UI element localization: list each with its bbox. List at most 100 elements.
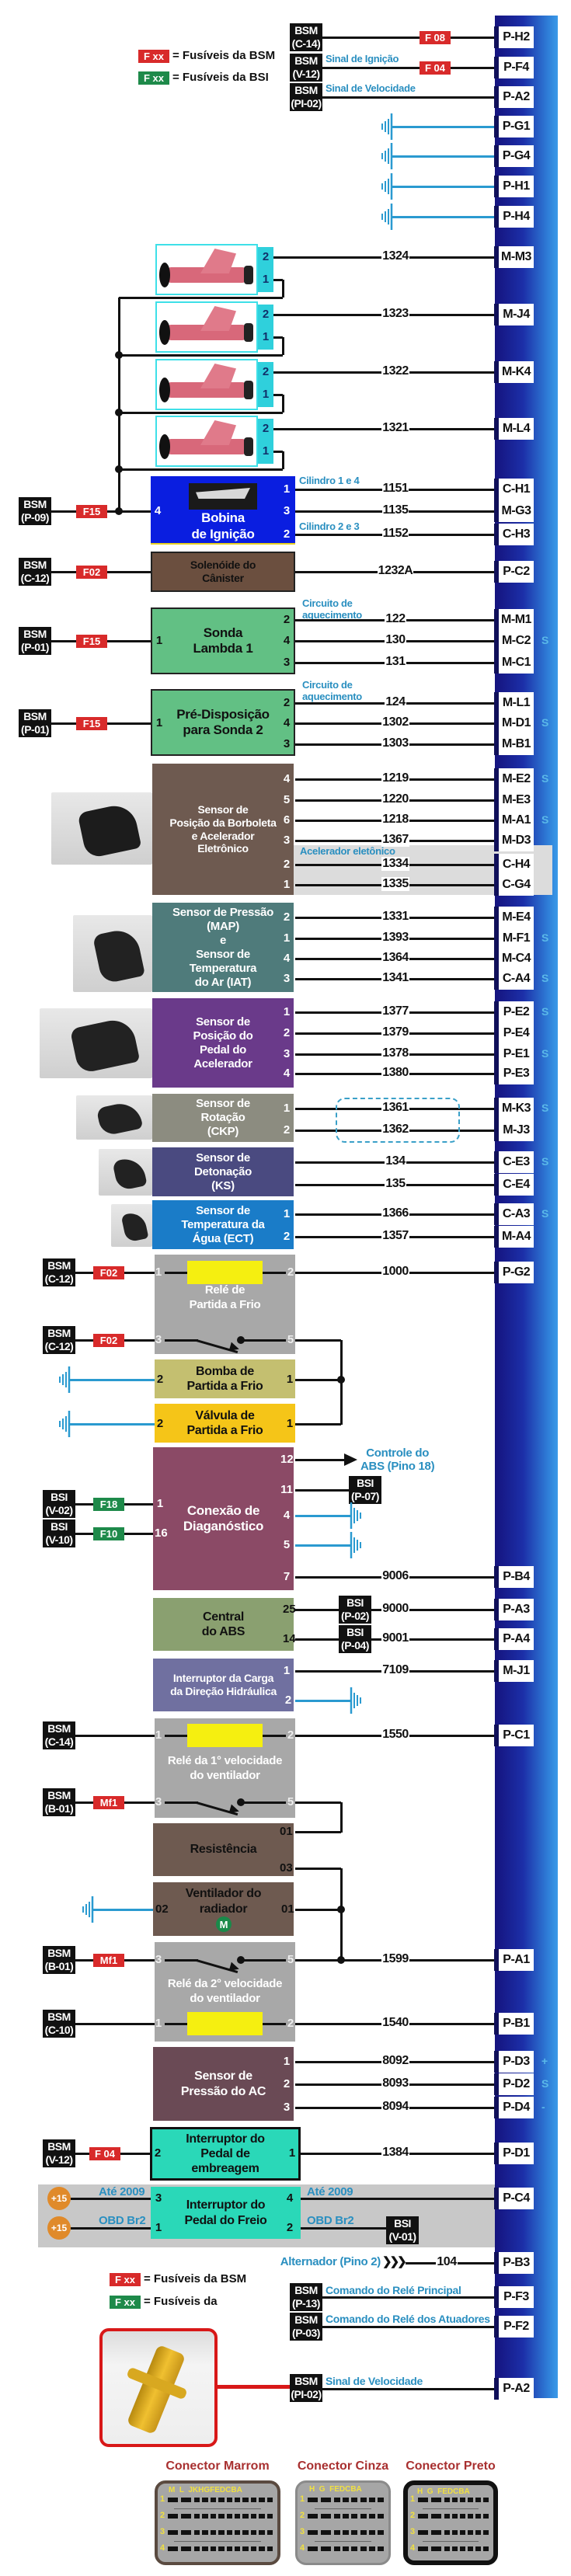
signal-label: Sinal de Ignição [326,53,399,64]
pin-number: 4 [286,2191,294,2205]
connector-slot [259,2530,265,2535]
connector-slot [343,2498,350,2502]
wire-number-wrap: 8092 [368,2054,423,2068]
ground-wire [392,185,495,188]
wire-number: 1335 [381,877,409,891]
map-box: Sensor de Pressão (MAP) e Sensor de Temp… [152,903,294,992]
connector-slot [368,2530,375,2535]
pin-number: 03 [280,1861,293,1875]
connector-slot [210,2514,217,2519]
ecu-pin-notch [494,304,500,325]
wire-number: 124 [385,695,406,709]
ecu-pin-label: P-C4 [499,2188,534,2209]
pin-number: 1 [155,716,163,729]
pin-number: 1 [283,931,291,945]
motor-icon: M [216,1916,232,1932]
abs-module-box: Central do ABS [153,1598,294,1651]
pin-number: 2 [286,2221,294,2234]
ecu-pin-notch [494,1151,500,1173]
pin-number: 1 [283,1102,291,1115]
ground-wire [295,1514,350,1517]
bsm-fuse: F15 [76,505,107,518]
wire-number-wrap: 1232A [368,564,423,578]
source-box: BSM(PI-02) [290,2374,322,2402]
ecu-pin-notch [494,86,500,108]
junction-dot [337,1956,345,1964]
source-box: BSI(V-01) [386,2216,419,2244]
ecu-pin-notch [494,1628,500,1650]
connector-slot [321,2546,331,2551]
wire-number: 1151 [381,482,409,496]
brake-note: Até 2009 [307,2185,353,2198]
wire-number: 1232A [377,564,414,578]
source-unit: BSI [357,1477,374,1489]
heating-circuit-note: Circuito de aquecimento [302,679,362,702]
source-unit: BSM [47,1327,71,1339]
wire [295,1422,341,1426]
injector-connector [258,419,273,464]
ecu-pin-label: P-B4 [499,1566,534,1588]
ecu-pin-label: P-A4 [499,1628,534,1650]
wire-number-wrap: 1379 [368,1025,423,1039]
wire [273,393,283,396]
signal-mark: S [541,1047,549,1060]
pin-number: 2 [156,1417,164,1430]
lambda2-box: Pré-Disposição para Sonda 2 [151,689,295,756]
ground-icon [350,1502,364,1530]
connector-slot [452,2530,458,2535]
ecu-pin-label: P-H4 [499,206,534,228]
connector-slot [194,2530,200,2535]
ground-wire [392,215,495,218]
ecu-pin-notch [494,2188,500,2209]
connector-slot [360,2530,367,2535]
connector-slot [202,2514,208,2519]
coil-note: Cilindro 2 e 3 [299,520,360,532]
wire-number: 1540 [381,2016,409,2030]
ecu-pin-notch [494,2252,500,2274]
source-box: BSM(V-12) [290,54,322,82]
coil-note: Cilindro 1 e 4 [299,475,360,486]
wire-number: 8093 [381,2076,409,2090]
pin-number: 1 [288,2146,296,2160]
pin-number: 3 [283,1047,291,1060]
ecu-pin-notch [494,1119,500,1141]
pin-number: 2 [287,2017,294,2030]
wire-number-wrap: 1378 [368,1046,423,1060]
ground-wire [70,1422,155,1426]
photo-part [96,1100,144,1137]
connector-slot [242,2546,249,2551]
pin-number: 2 [262,365,270,378]
connector-slot [321,2514,331,2519]
ecu-pin-notch [494,2143,500,2164]
connector-slot [431,2530,441,2535]
ecu-pin-label: M-M3 [499,246,534,268]
source-unit: BSM [294,2284,318,2296]
connector-slot [360,2546,367,2551]
signal-mark: S [541,2077,549,2090]
connector-slot [194,2546,200,2551]
heating-circuit-note: Circuito de aquecimento [302,597,362,621]
wire [322,2387,495,2390]
connector-slot [168,2514,178,2519]
ecu-pin-label: M-E3 [499,789,534,811]
ecu-pin-label: M-C1 [499,652,534,674]
ecu-pin-label: M-B1 [499,733,534,755]
connector-divider [174,2540,261,2542]
pin-number: 11 [280,1483,293,1496]
pin-number: 2 [154,2146,162,2160]
pin-number: 5 [287,1333,294,1346]
wire [241,1801,286,1804]
source-unit: BSM [47,1259,71,1272]
pin-number: 14 [283,1632,296,1645]
connector-slot [444,2546,450,2551]
connector-slot [360,2498,367,2502]
bsm-fuse: F 04 [420,61,451,75]
wire-number-wrap: 1540 [368,2016,423,2030]
ecu-pin-notch [494,768,500,790]
source-unit: BSM [47,2010,71,2023]
plus15-supply: +15 [47,2187,71,2210]
connector-slot [377,2498,384,2502]
wire-number: 1550 [381,1728,409,1742]
connector-slot [460,2514,465,2519]
wire [371,1608,495,1611]
